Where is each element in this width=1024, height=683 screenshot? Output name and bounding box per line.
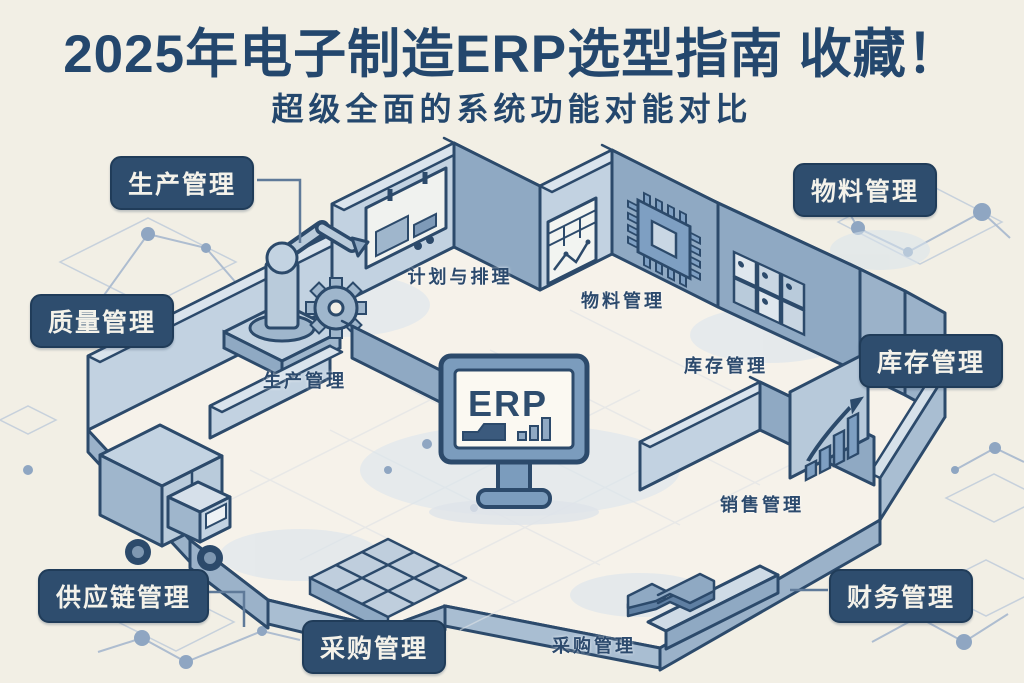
badge-finance: 财务管理 xyxy=(829,569,974,623)
badge-procurement: 采购管理 xyxy=(302,620,447,674)
badge-material: 物料管理 xyxy=(793,163,938,217)
spreadsheet-chart-panel-icon xyxy=(546,196,598,286)
room-label-procurement: 采购管理 xyxy=(552,636,636,656)
room-label-production: 生产管理 xyxy=(263,371,347,391)
page-subtitle: 超级全面的系统功能对能对比 xyxy=(271,91,753,127)
badge-inventory: 库存管理 xyxy=(859,334,1004,388)
storage-lockers-icon xyxy=(732,250,806,337)
cpu-chip-icon xyxy=(627,191,701,288)
room-label-inventory: 库存管理 xyxy=(684,356,768,376)
delivery-truck-icon xyxy=(98,423,232,571)
page-title: 2025年电子制造ERP选型指南 收藏！ xyxy=(63,25,961,84)
erp-screen-label: ERP xyxy=(468,383,548,424)
room-label-planning: 计划与排理 xyxy=(407,267,513,287)
room-label-sales: 销售管理 xyxy=(720,495,804,515)
dashboard-panel-icon xyxy=(364,166,448,270)
room-label-material: 物料管理 xyxy=(581,291,665,311)
badge-connectors xyxy=(206,178,828,627)
badge-production: 生产管理 xyxy=(110,156,255,210)
badge-quality: 质量管理 xyxy=(30,294,175,348)
wrench-icon xyxy=(626,572,716,618)
growth-chart-icon xyxy=(804,396,864,482)
badge-supply-chain: 供应链管理 xyxy=(38,569,210,623)
gear-icon xyxy=(305,277,367,339)
erp-monitor-icon: ERP xyxy=(429,353,599,525)
pallet-grid-icon xyxy=(308,537,468,636)
robot-arm-icon xyxy=(222,220,370,380)
